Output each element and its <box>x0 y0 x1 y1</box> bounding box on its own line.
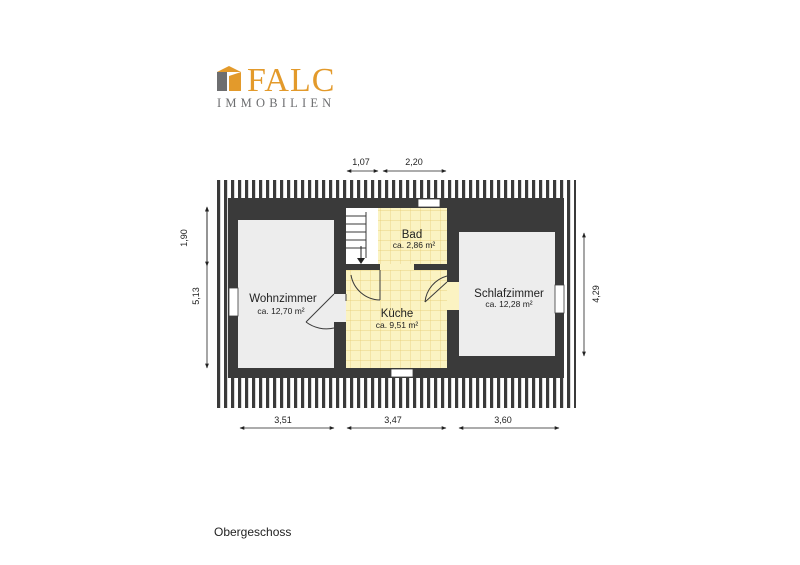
dim-bottom-right: 3,60 <box>494 415 512 425</box>
stair-arrow-icon <box>357 246 365 264</box>
logo-brand: FALC <box>247 62 335 99</box>
door-opening-bad <box>380 264 414 270</box>
windows <box>228 198 565 378</box>
staircase <box>346 208 378 264</box>
room-name-schlafzimmer: Schlafzimmer <box>474 288 544 300</box>
window-left <box>228 287 239 317</box>
room-name-bad: Bad <box>402 229 422 241</box>
window-bottom <box>390 368 414 378</box>
dim-top-right: 2,20 <box>405 157 423 167</box>
room-area-bad: ca. 2,86 m² <box>393 240 436 250</box>
house-mark-icon <box>217 66 241 91</box>
dimension-lines <box>205 169 586 430</box>
room-schlafzimmer <box>459 232 555 356</box>
logo-subtitle: IMMOBILIEN <box>217 96 335 110</box>
dim-top-left: 1,07 <box>352 157 370 167</box>
dim-right-full: 4,29 <box>591 285 601 303</box>
door-swings <box>305 270 448 330</box>
falc-logo: FALC IMMOBILIEN <box>217 62 335 110</box>
room-area-schlafzimmer: ca. 12,28 m² <box>485 299 532 309</box>
door-opening-wohnzimmer <box>334 294 346 322</box>
dim-bottom-middle: 3,47 <box>384 415 402 425</box>
door-opening-schlafzimmer <box>447 282 459 310</box>
dim-bottom-left: 3,51 <box>274 415 292 425</box>
room-kueche <box>346 270 447 368</box>
stair-steps <box>346 212 367 258</box>
room-bad <box>378 208 447 264</box>
window-top <box>417 198 441 208</box>
dim-left-upper: 1,90 <box>179 229 189 247</box>
window-right <box>554 284 565 314</box>
floor-label: Obergeschoss <box>214 525 291 539</box>
room-wohnzimmer <box>238 220 334 368</box>
room-name-wohnzimmer: Wohnzimmer <box>249 293 317 305</box>
room-area-wohnzimmer: ca. 12,70 m² <box>257 306 304 316</box>
room-name-kueche: Küche <box>381 308 414 320</box>
dim-left-full: 5,13 <box>191 287 201 305</box>
room-area-kueche: ca. 9,51 m² <box>376 320 419 330</box>
